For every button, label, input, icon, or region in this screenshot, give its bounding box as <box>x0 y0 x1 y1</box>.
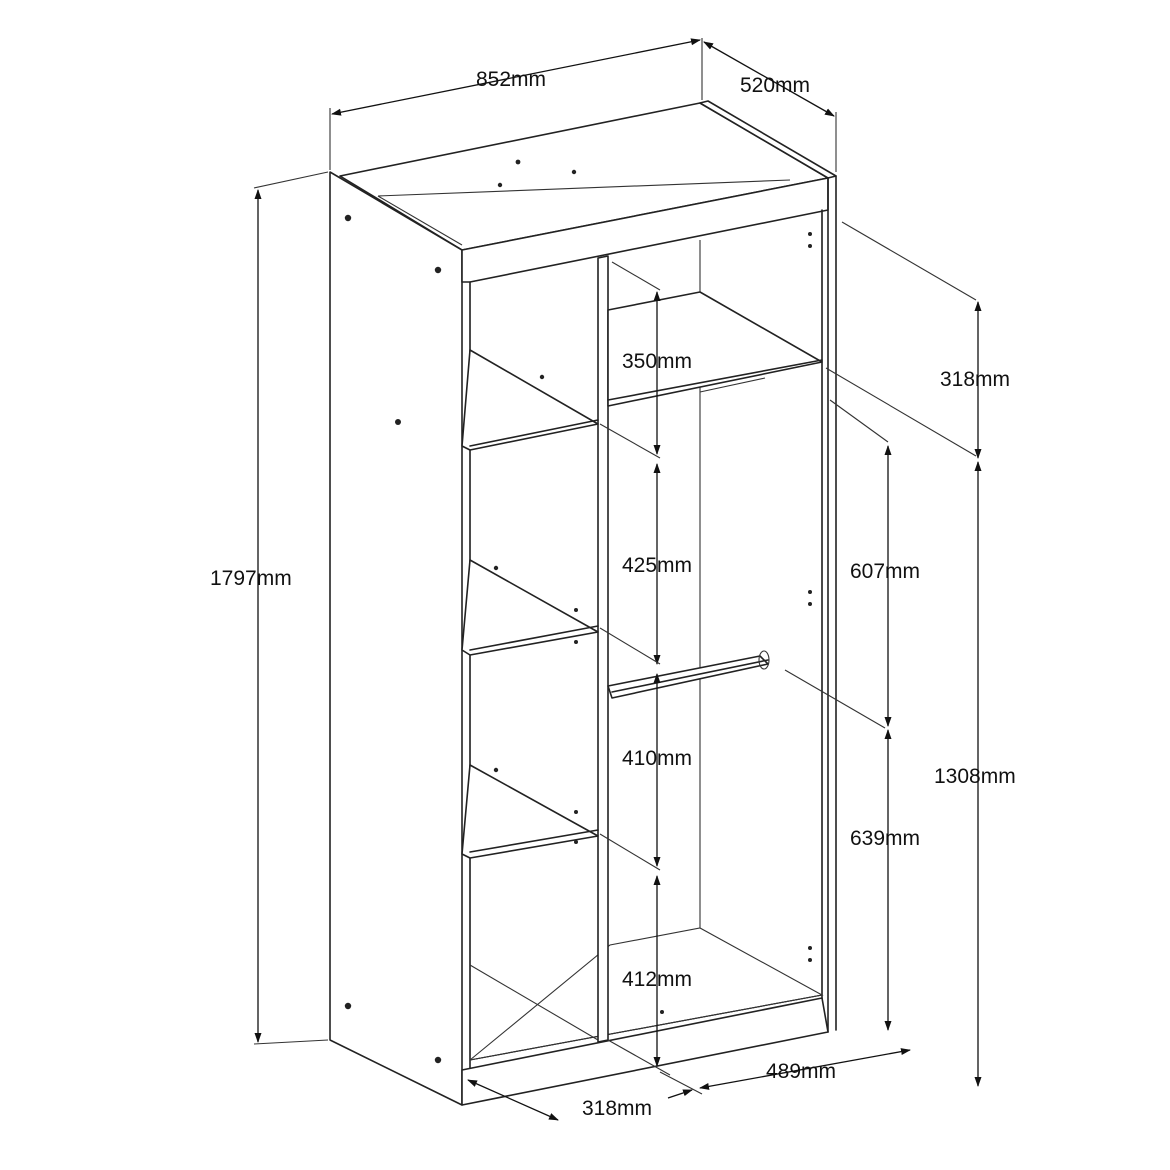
label-width-total: 852mm <box>476 68 546 91</box>
label-shelf-gap-2: 425mm <box>622 554 692 577</box>
shelf-2 <box>461 559 599 656</box>
shelf-1 <box>461 349 599 451</box>
left-side-panel <box>329 171 463 1106</box>
top-front-rail <box>461 177 829 283</box>
shelf-3 <box>461 764 599 859</box>
label-hanging-width: 489mm <box>766 1060 836 1083</box>
left-shelves <box>461 349 599 859</box>
label-shelf-gap-1: 350mm <box>622 350 692 373</box>
hanging-rail <box>607 650 886 729</box>
label-rail-to-top-shelf: 607mm <box>850 560 920 583</box>
label-shelf-gap-4: 412mm <box>622 968 692 991</box>
label-shelf-gap-3: 410mm <box>622 747 692 770</box>
label-hanging-height: 1308mm <box>934 765 1016 788</box>
label-top-shelf-depth: 318mm <box>940 368 1010 391</box>
wardrobe-carcass <box>329 100 837 1106</box>
label-shelf-width: 318mm <box>582 1097 652 1120</box>
dimension-lines <box>253 38 982 1121</box>
label-rail-to-floor: 639mm <box>850 827 920 850</box>
fixing-holes <box>344 159 812 1064</box>
bottom-plinth <box>461 997 829 1106</box>
label-depth-total: 520mm <box>740 74 810 97</box>
central-divider <box>597 255 609 1043</box>
label-height-total: 1797mm <box>210 567 292 590</box>
dimension-labels: 852mm 520mm 1797mm 350mm 425mm 410mm 412… <box>210 68 1016 1120</box>
right-top-shelf <box>607 291 823 407</box>
floor-panel <box>469 927 824 1061</box>
